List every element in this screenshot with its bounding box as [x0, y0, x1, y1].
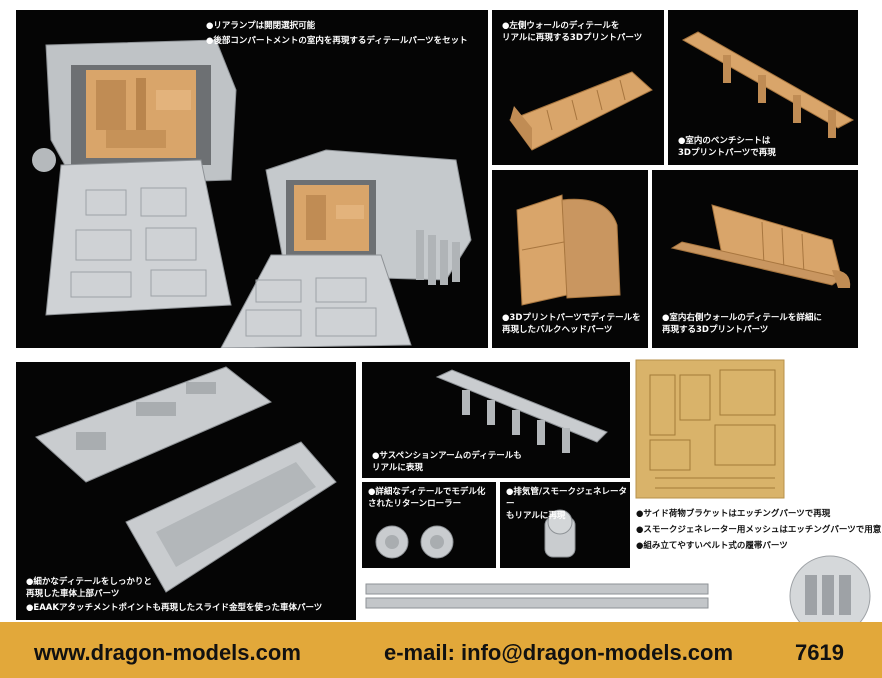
hull-parts-render — [35, 366, 337, 593]
left-wall-panel: ●左側ウォールのディテールを リアルに再現する3Dプリントパーツ — [492, 10, 664, 165]
caption-suspension: ●サスペンションアームのディテールも リアルに表現 — [372, 451, 522, 473]
bulkhead-panel: ●3Dプリントパーツでディテールを 再現したバルクヘッドパーツ — [492, 170, 648, 348]
caption-rear-compartment: ●後部コンパートメントの室内を再現するディテールパーツをセット — [206, 36, 468, 46]
caption-bench: ●室内のベンチシートは 3Dプリントパーツで再現 — [678, 136, 776, 158]
website-link[interactable]: www.dragon-models.com — [34, 640, 301, 665]
caption-right-wall: ●室内右側ウォールのディテールを詳細に 再現する3Dプリントパーツ — [662, 313, 822, 335]
footer-bar — [0, 622, 882, 678]
caption-left-wall: ●左側ウォールのディテールを リアルに再現する3Dプリントパーツ — [502, 21, 643, 43]
caption-rear-ramp: ●リアランプは開閉選択可能 — [206, 21, 316, 31]
left-wall-part-render — [509, 71, 653, 151]
vehicle-interior-render — [32, 39, 472, 348]
rollers-panel: ●詳細なディテールでモデル化 されたリターンローラー — [362, 482, 496, 568]
caption-rollers: ●詳細なディテールでモデル化 されたリターンローラー — [368, 487, 486, 509]
right-wall-part-render — [670, 204, 851, 288]
caption-bulkhead: ●3Dプリントパーツでディテールを 再現したバルクヘッドパーツ — [502, 313, 641, 335]
right-wall-panel: ●室内右側ウォールのディテールを詳細に 再現する3Dプリントパーツ — [652, 170, 858, 348]
caption-tracks: ●組み立てやすいベルト式の履帯パーツ — [636, 541, 788, 551]
exhaust-render — [544, 509, 576, 558]
bulkhead-part-render — [516, 194, 621, 306]
interior-panel: ●リアランプは開閉選択可能 ●後部コンパートメントの室内を再現するディテールパー… — [16, 10, 488, 348]
hull-panel: ●細かなディテールをしっかりと 再現した車体上部パーツ ●EAAKアタッチメント… — [16, 362, 356, 620]
email-link[interactable]: e-mail: info@dragon-models.com — [384, 640, 734, 665]
suspension-panel: ●サスペンションアームのディテールも リアルに表現 — [362, 362, 630, 478]
bench-seat-render — [681, 31, 855, 138]
suspension-arm-render — [435, 369, 608, 453]
caption-side-brackets: ●サイド荷物ブラケットはエッチングパーツで再現 — [636, 509, 831, 519]
caption-lower-hull: ●EAAKアタッチメントポイントも再現したスライド金型を使った車体パーツ — [26, 603, 323, 613]
return-roller-render — [375, 525, 454, 559]
caption-exhaust: ●排気管/スモークジェネレーター もリアルに再現 — [506, 487, 628, 521]
caption-upper-hull: ●細かなディテールをしっかりと 再現した車体上部パーツ — [26, 577, 152, 599]
kit-number: 7619 — [795, 640, 844, 665]
bench-panel: ●室内のベンチシートは 3Dプリントパーツで再現 — [668, 10, 858, 165]
exhaust-panel: ●排気管/スモークジェネレーター もリアルに再現 — [500, 482, 630, 568]
caption-smoke-mesh: ●スモークジェネレーター用メッシュはエッチングパーツで用意 — [636, 525, 882, 535]
